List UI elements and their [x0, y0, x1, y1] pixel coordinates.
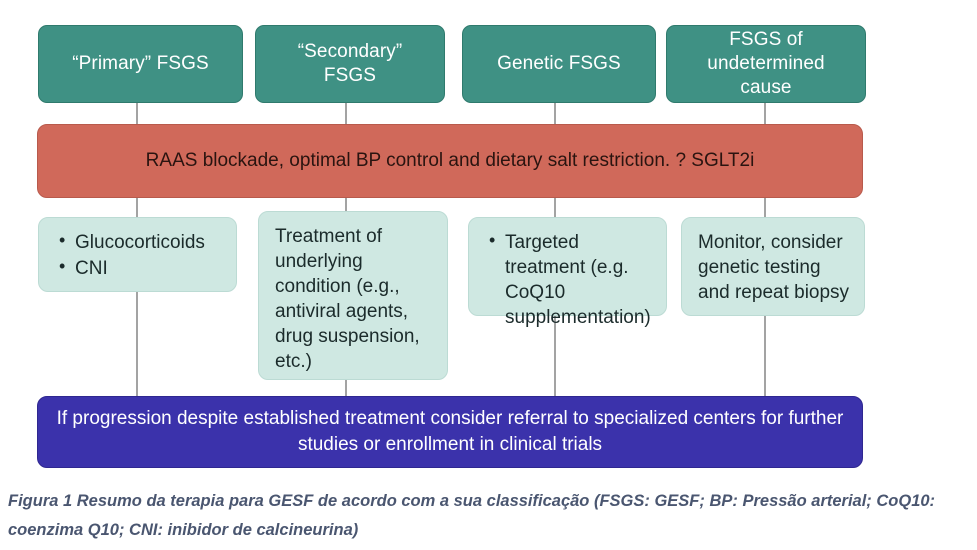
classification-box-secondary-label: “Secondary” FSGS	[297, 41, 403, 86]
therapy-box-secondary[interactable]: Treatment of underlying condition (e.g.,…	[258, 211, 448, 380]
therapy-box-undetermined-text: Monitor, consider genetic testing and re…	[698, 232, 850, 304]
connector-line-col2-mid	[345, 198, 347, 212]
list-item: CNI	[59, 255, 222, 281]
classification-box-primary-label: “Primary” FSGS	[72, 53, 209, 75]
connector-line-col4-mid	[764, 198, 766, 218]
referral-band-label: If progression despite established treat…	[56, 408, 844, 455]
therapy-box-primary-list: Glucocorticoids CNI	[55, 229, 222, 281]
connector-line-col3-top	[554, 103, 556, 125]
classification-box-undetermined-label: FSGS of undetermined cause	[707, 29, 825, 98]
classification-box-secondary[interactable]: “Secondary” FSGS	[255, 25, 445, 103]
connector-line-col3-mid	[554, 198, 556, 218]
connector-line-col1-mid	[136, 198, 138, 218]
connector-line-col1-top	[136, 103, 138, 125]
connector-line-col2-bottom	[345, 380, 347, 396]
classification-box-primary[interactable]: “Primary” FSGS	[38, 25, 243, 103]
connector-line-col3-bottom	[554, 316, 556, 396]
supportive-therapy-band[interactable]: RAAS blockade, optimal BP control and di…	[37, 124, 863, 198]
therapy-box-primary[interactable]: Glucocorticoids CNI	[38, 217, 237, 292]
classification-box-undetermined[interactable]: FSGS of undetermined cause	[666, 25, 866, 103]
classification-box-genetic-label: Genetic FSGS	[497, 53, 621, 75]
connector-line-col4-top	[764, 103, 766, 125]
therapy-box-secondary-text: Treatment of underlying condition (e.g.,…	[275, 226, 420, 373]
connector-line-col4-bottom	[764, 316, 766, 396]
referral-band[interactable]: If progression despite established treat…	[37, 396, 863, 468]
therapy-box-undetermined[interactable]: Monitor, consider genetic testing and re…	[681, 217, 865, 316]
supportive-therapy-band-label: RAAS blockade, optimal BP control and di…	[145, 150, 755, 171]
connector-line-col2-top	[345, 103, 347, 125]
list-item: Targeted treatment (e.g. CoQ10 supplemen…	[489, 229, 652, 330]
classification-box-genetic[interactable]: Genetic FSGS	[462, 25, 656, 103]
therapy-box-genetic-list: Targeted treatment (e.g. CoQ10 supplemen…	[485, 229, 652, 330]
connector-line-col1-bottom	[136, 292, 138, 396]
list-item: Glucocorticoids	[59, 229, 222, 255]
therapy-box-genetic[interactable]: Targeted treatment (e.g. CoQ10 supplemen…	[468, 217, 667, 328]
figure-caption: Figura 1 Resumo da terapia para GESF de …	[8, 492, 936, 539]
